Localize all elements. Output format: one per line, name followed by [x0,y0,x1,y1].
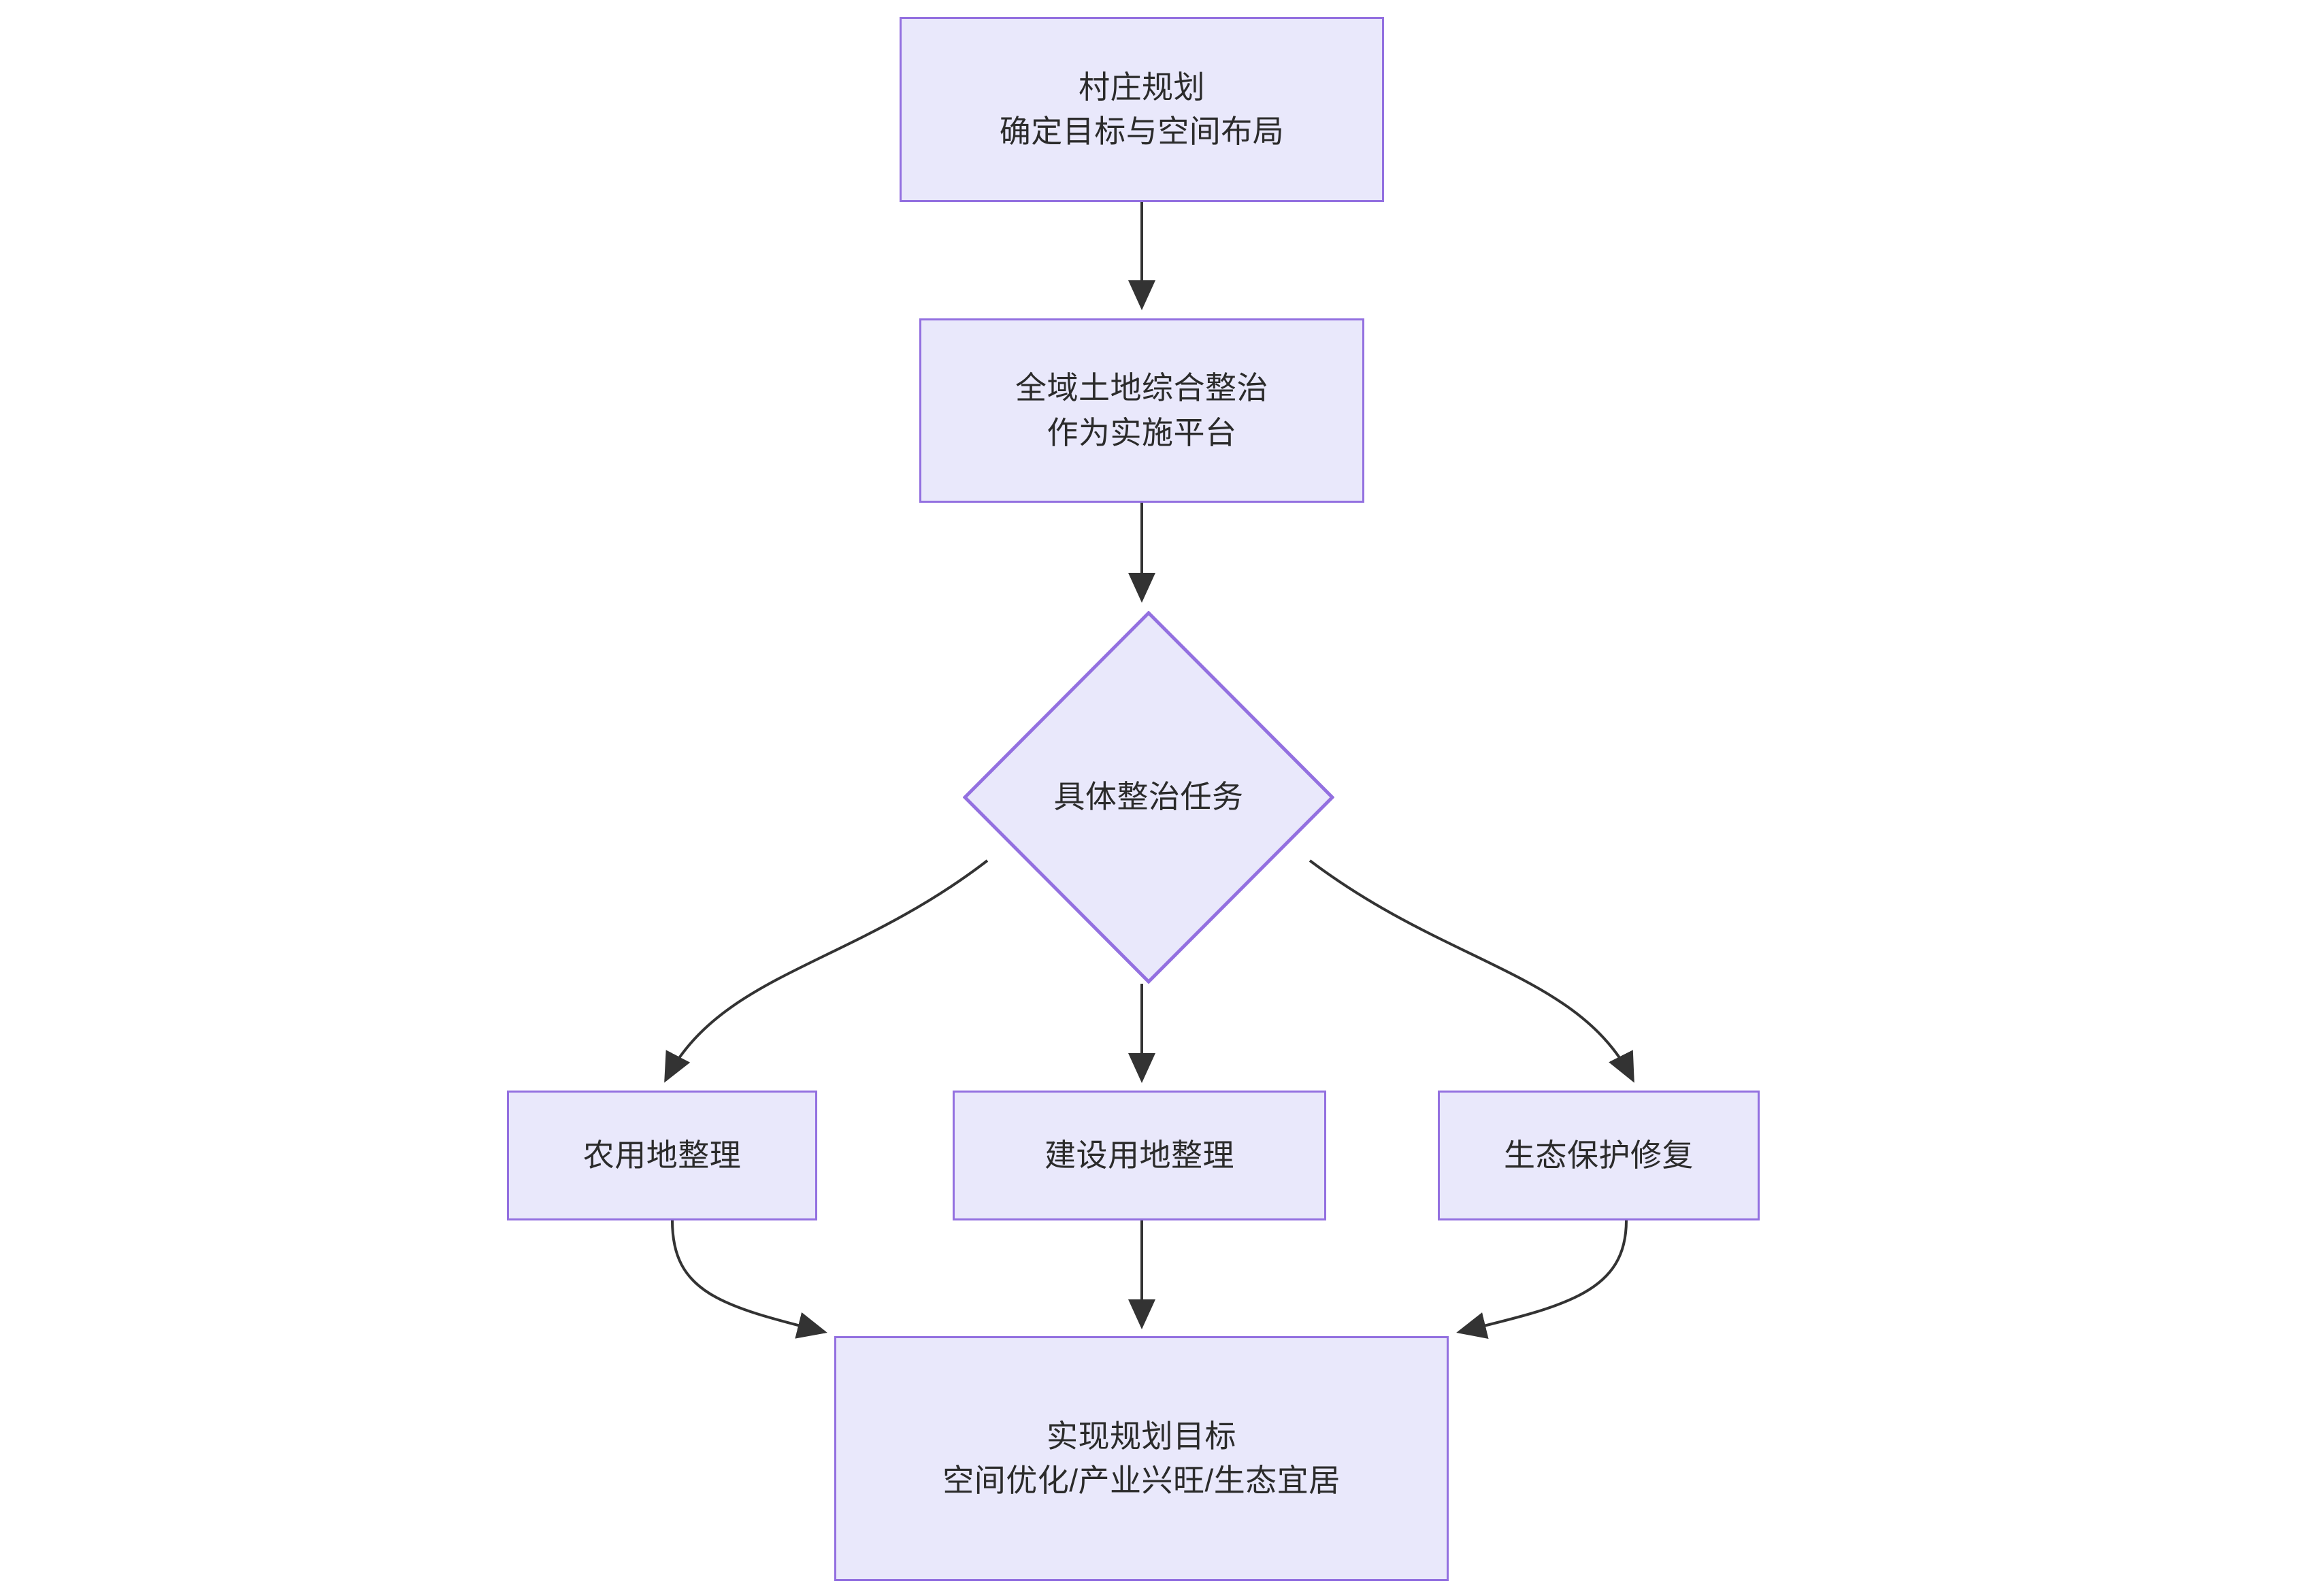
node-tasks-label: 具体整治任务 [1053,779,1244,815]
node-tasks-decision[interactable]: 具体整治任务 [963,611,1334,984]
node-goals[interactable]: 实现规划目标 空间优化/产业兴旺/生态宜居 [834,1336,1449,1581]
node-village-plan-label: 村庄规划 确定目标与空间布局 [999,69,1285,149]
edge-tasks-to-farmland [664,859,989,1083]
node-village-plan[interactable]: 村庄规划 确定目标与空间布局 [900,17,1384,202]
node-farmland-label: 农用地整理 [582,1137,742,1173]
node-construction-land[interactable]: 建设用地整理 [953,1091,1326,1220]
node-land-consolidation[interactable]: 全域土地综合整治 作为实施平台 [919,318,1364,503]
node-farmland[interactable]: 农用地整理 [507,1091,817,1220]
edge-tasks-to-ecology [1309,859,1634,1083]
node-ecology[interactable]: 生态保护修复 [1438,1091,1760,1220]
node-land-consolidation-label: 全域土地综合整治 作为实施平台 [1015,370,1268,450]
diamond-shape [963,611,1334,984]
edge-ecology-to-goals [1456,1220,1628,1339]
edge-farmland-to-goals [671,1220,827,1339]
node-construction-land-label: 建设用地整理 [1045,1137,1234,1173]
node-goals-label: 实现规划目标 空间优化/产业兴旺/生态宜居 [942,1418,1341,1498]
node-ecology-label: 生态保护修复 [1504,1137,1694,1173]
